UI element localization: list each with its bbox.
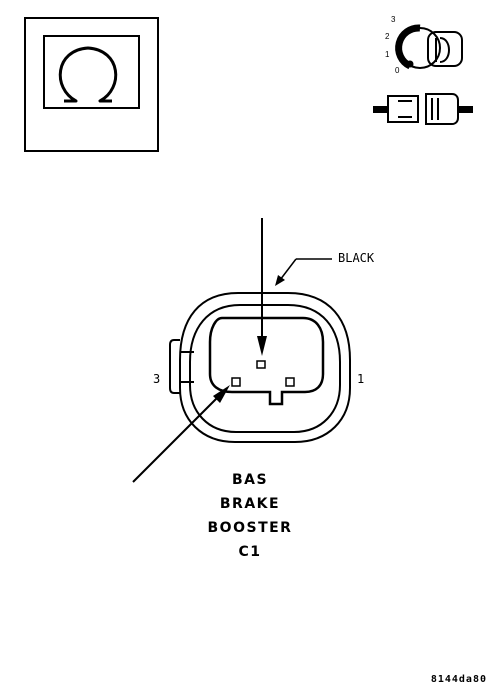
connector-face <box>208 316 325 406</box>
connector-name-line4: C1 <box>238 544 262 560</box>
key-position-2: 2 <box>385 32 390 41</box>
connector-name-line3: BOOSTER <box>207 520 293 536</box>
ignition-key-icon <box>395 24 463 70</box>
connector-name-line1: BAS <box>231 472 269 488</box>
cavity-1 <box>285 377 295 387</box>
pin-label-1: 1 <box>357 372 365 386</box>
key-position-1: 1 <box>385 50 390 59</box>
ohm-meter-icon <box>24 17 159 152</box>
figure-code: 8144da80 <box>430 674 487 685</box>
connector-color-label: BLACK <box>338 251 375 265</box>
pin-label-3: 3 <box>153 372 161 386</box>
connector-housing <box>169 292 351 443</box>
connector-name-line2: BRAKE <box>219 496 281 512</box>
key-position-3: 3 <box>391 15 396 24</box>
color-leader-line <box>275 258 332 286</box>
disconnect-connector-icon <box>373 93 473 125</box>
cavity-2 <box>256 360 266 369</box>
probe-arrow-diagonal <box>132 385 230 483</box>
probe-arrow-vertical <box>257 218 267 356</box>
cavity-3 <box>231 377 241 387</box>
key-position-0: 0 <box>395 66 400 75</box>
